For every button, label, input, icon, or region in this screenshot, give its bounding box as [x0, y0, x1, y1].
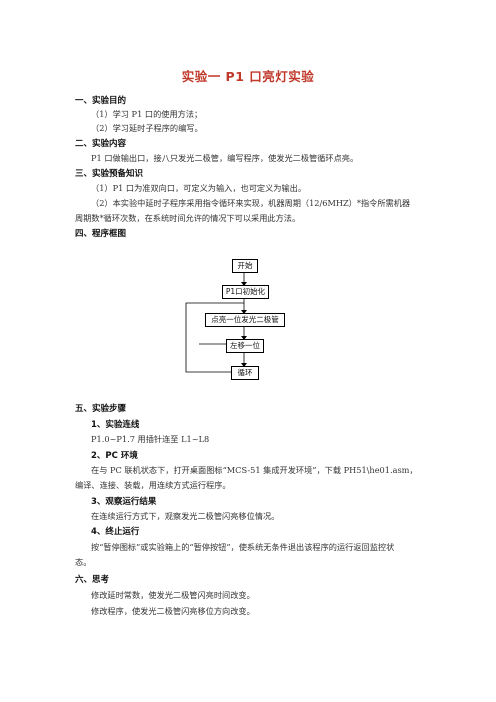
section-heading-steps: 五、实验步骤	[75, 404, 127, 414]
page-title: 实验一 P1 口亮灯实验	[181, 69, 315, 84]
thinking-line-2: 修改程序，使发光二极管闪亮移位方向改变。	[91, 606, 255, 616]
flow-led-box: 点亮一位发光二极管	[205, 313, 285, 327]
terminate-line-1: 按“暂停图标”或实验箱上的“暂停按钮”，使系统无条件退出该程序的运行返回监控状	[91, 542, 395, 552]
terminate-line-2: 态。	[75, 557, 92, 567]
wiring-line-1: P1.0~P1.7 用插针连至 L1~L8	[91, 434, 210, 444]
objective-line-1: （1）学习 P1 口的使用方法；	[91, 109, 203, 119]
section-heading-content: 二、实验内容	[75, 139, 127, 149]
flow-shift-box: 左移一位	[226, 339, 264, 353]
flow-init-box: P1口初始化	[222, 285, 269, 299]
step-heading-observe: 3、观察运行结果	[91, 497, 157, 507]
step-heading-wiring: 1、实验连线	[91, 420, 140, 430]
pc-env-line-1: 在与 PC 联机状态下，打开桌面图标“MCS-51 集成开发环境”，下载 PH5…	[91, 465, 418, 475]
flow-start-box: 开始	[232, 259, 258, 273]
section-heading-objectives: 一、实验目的	[75, 96, 127, 106]
section-heading-thinking: 六、思考	[75, 575, 110, 585]
section-heading-prerequisites: 三、实验预备知识	[75, 169, 144, 179]
section-heading-flowchart: 四、程序框图	[75, 229, 127, 239]
content-line-1: P1 口做输出口，接八只发光二极管，编写程序，使发光二极管循环点亮。	[91, 153, 359, 163]
objective-line-2: （2）学习延时子程序的编写。	[91, 123, 203, 133]
thinking-line-1: 修改延时常数，使发光二极管闪亮时间改变。	[91, 590, 255, 600]
step-heading-pc-environment: 2、PC 环境	[91, 451, 138, 461]
prereq-line-3: 周期数*循环次数，在系统时间允许的情况下可以采用此方法。	[75, 213, 301, 223]
observe-line-1: 在连续运行方式下，观察发光二极管闪亮移位情况。	[91, 511, 280, 521]
step-heading-terminate: 4、终止运行	[91, 527, 140, 537]
prereq-line-2: （2）本实验中延时子程序采用指令循环来实现，机器周期（12/6MHZ）*指令所需…	[91, 198, 411, 208]
flow-loop-box: 循环	[231, 366, 259, 380]
prereq-line-1: （1）P1 口为准双向口，可定义为输入，也可定义为输出。	[91, 183, 307, 193]
pc-env-line-2: 编译、连接、装载，用连续方式运行程序。	[75, 480, 231, 490]
